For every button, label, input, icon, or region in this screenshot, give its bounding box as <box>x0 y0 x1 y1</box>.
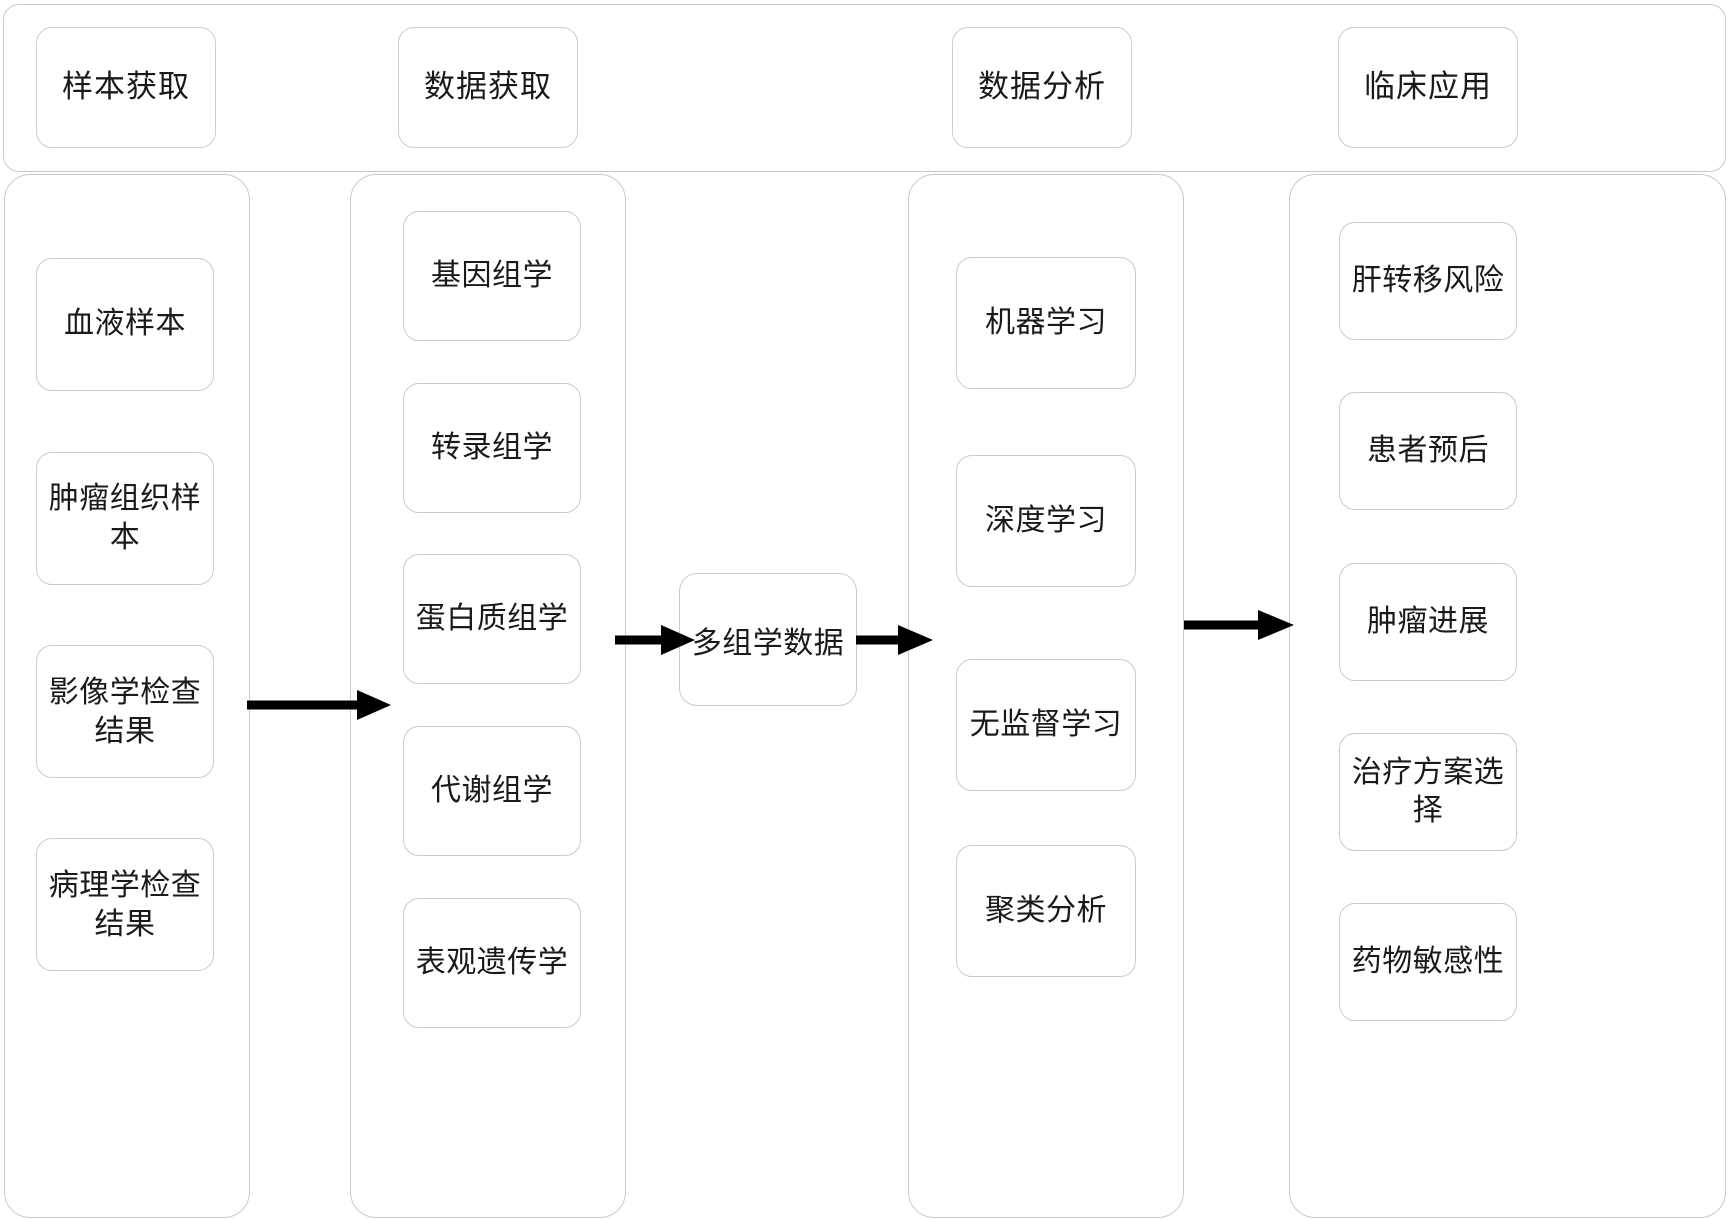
stage-header-sample-acquisition[interactable]: 样本获取 <box>36 27 216 148</box>
stage-header-label: 临床应用 <box>1364 69 1492 105</box>
node-label: 影像学检查结果 <box>48 675 202 748</box>
node-cluster-analysis[interactable]: 聚类分析 <box>956 845 1136 977</box>
node-label: 无监督学习 <box>969 707 1123 741</box>
node-label: 血液样本 <box>64 307 186 341</box>
node-label: 肝转移风险 <box>1351 263 1505 297</box>
node-label: 聚类分析 <box>985 893 1107 927</box>
arrow-samples-to-data <box>245 684 395 726</box>
node-label: 机器学习 <box>985 305 1107 339</box>
stage-column-clinical-application <box>1289 174 1726 1218</box>
stage-header-label: 数据分析 <box>978 69 1106 105</box>
node-genomics[interactable]: 基因组学 <box>403 211 581 341</box>
node-patient-prognosis[interactable]: 患者预后 <box>1339 392 1517 510</box>
node-label: 肿瘤进展 <box>1367 604 1489 638</box>
stage-header-label: 样本获取 <box>62 69 190 105</box>
node-machine-learning[interactable]: 机器学习 <box>956 257 1136 389</box>
node-label: 多组学数据 <box>691 626 845 660</box>
node-label: 药物敏感性 <box>1351 944 1505 978</box>
stage-header-label: 数据获取 <box>424 69 552 105</box>
node-transcriptomics[interactable]: 转录组学 <box>403 383 581 513</box>
node-label: 表观遗传学 <box>415 945 569 979</box>
arrow-hub-to-analysis <box>854 619 936 661</box>
node-label: 治疗方案选择 <box>1351 755 1505 827</box>
stage-header-data-acquisition[interactable]: 数据获取 <box>398 27 578 148</box>
arrow-analysis-to-clinical <box>1182 604 1297 646</box>
node-pathology-exam-result[interactable]: 病理学检查结果 <box>36 838 214 971</box>
stage-header-data-analysis[interactable]: 数据分析 <box>952 27 1132 148</box>
node-drug-sensitivity[interactable]: 药物敏感性 <box>1339 903 1517 1021</box>
node-label: 病理学检查结果 <box>48 868 202 941</box>
node-metabolomics[interactable]: 代谢组学 <box>403 726 581 856</box>
node-tumor-progression[interactable]: 肿瘤进展 <box>1339 563 1517 681</box>
node-unsupervised-learning[interactable]: 无监督学习 <box>956 659 1136 791</box>
stage-column-data-acquisition <box>350 174 626 1218</box>
node-label: 基因组学 <box>431 258 553 292</box>
node-multi-omics-data[interactable]: 多组学数据 <box>679 573 857 706</box>
node-blood-sample[interactable]: 血液样本 <box>36 258 214 391</box>
stage-header-clinical-application[interactable]: 临床应用 <box>1338 27 1518 148</box>
node-label: 转录组学 <box>431 430 553 464</box>
node-label: 肿瘤组织样本 <box>48 482 202 554</box>
node-treatment-plan-selection[interactable]: 治疗方案选择 <box>1339 733 1517 851</box>
node-label: 蛋白质组学 <box>415 601 569 635</box>
node-epigenomics[interactable]: 表观遗传学 <box>403 898 581 1028</box>
node-liver-metastasis-risk[interactable]: 肝转移风险 <box>1339 222 1517 340</box>
node-label: 代谢组学 <box>431 773 553 807</box>
node-proteomics[interactable]: 蛋白质组学 <box>403 554 581 684</box>
node-tumor-tissue-sample[interactable]: 肿瘤组织样本 <box>36 452 214 585</box>
node-imaging-exam-result[interactable]: 影像学检查结果 <box>36 645 214 778</box>
node-label: 深度学习 <box>985 503 1107 537</box>
node-label: 患者预后 <box>1367 433 1489 467</box>
arrow-data-to-hub <box>613 619 698 661</box>
node-deep-learning[interactable]: 深度学习 <box>956 455 1136 587</box>
